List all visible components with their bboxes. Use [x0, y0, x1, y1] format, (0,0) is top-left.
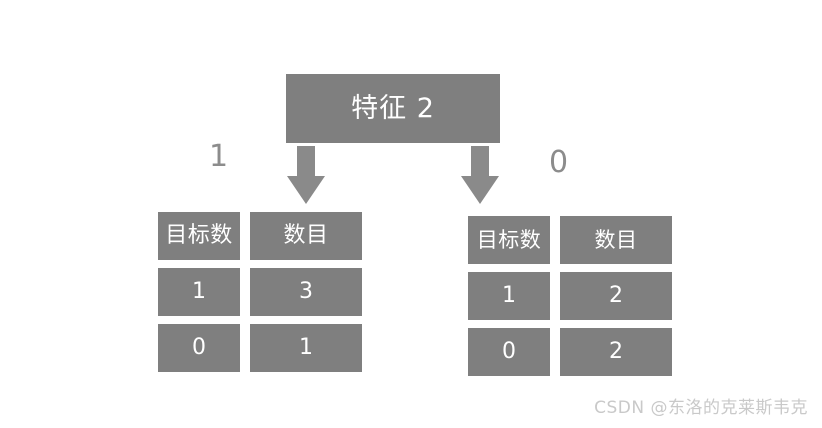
count-table-left: 目标数 数目 1 3 0 1	[158, 212, 362, 372]
table-left-header-target: 目标数	[158, 212, 240, 260]
table-right-row0-target: 1	[468, 272, 550, 320]
table-right-header-count: 数目	[560, 216, 672, 264]
table-left-header-count: 数目	[250, 212, 362, 260]
branch-label-left: 1	[209, 139, 229, 174]
root-node-feature: 特征 2	[286, 74, 500, 143]
count-table-right: 目标数 数目 1 2 0 2	[468, 216, 672, 376]
table-left-row0-count: 3	[250, 268, 362, 316]
table-right-header-target: 目标数	[468, 216, 550, 264]
table-right-row1-target: 0	[468, 328, 550, 376]
table-left-row0-target: 1	[158, 268, 240, 316]
root-node-label: 特征 2	[351, 93, 435, 124]
csdn-watermark: CSDN @东洛的克莱斯韦克	[594, 398, 808, 418]
down-arrow-icon-left	[287, 146, 325, 204]
table-right-row0-count: 2	[560, 272, 672, 320]
branch-label-right: 0	[549, 145, 569, 180]
table-right-row1-count: 2	[560, 328, 672, 376]
down-arrow-icon-right	[461, 146, 499, 204]
table-left-row1-count: 1	[250, 324, 362, 372]
table-left-row1-target: 0	[158, 324, 240, 372]
